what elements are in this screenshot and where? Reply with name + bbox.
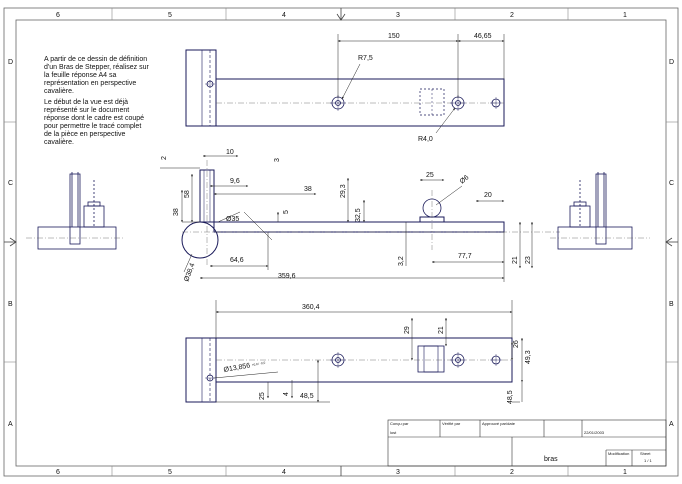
title-block <box>387 419 667 467</box>
svg-text:Ø6: Ø6 <box>459 174 471 185</box>
svg-text:de la pièce en perspective: de la pièce en perspective <box>44 131 125 138</box>
svg-text:9,6: 9,6 <box>230 178 240 185</box>
svg-text:20: 20 <box>484 192 492 199</box>
svg-text:360,4: 360,4 <box>302 304 320 311</box>
bottom-view-holes <box>205 352 502 382</box>
row-label-right: D <box>669 59 674 66</box>
svg-text:25: 25 <box>426 172 434 179</box>
svg-text:77,7: 77,7 <box>458 253 472 260</box>
svg-text:R4,0: R4,0 <box>418 136 433 143</box>
svg-text:représenté sur le document: représenté sur le document <box>44 107 129 114</box>
left-side-view <box>26 172 124 250</box>
frame-center-marks <box>4 8 678 476</box>
svg-text:58: 58 <box>184 190 191 198</box>
svg-text:pour permettre le tracé comple: pour permettre le tracé complet <box>44 123 141 130</box>
tb-sheet: Sheet <box>640 451 651 456</box>
zone-labels: 6 5 4 3 2 1 6 5 4 3 2 1 D C B A D C B A <box>8 12 674 476</box>
svg-text:29: 29 <box>404 326 411 334</box>
bearing-circle <box>181 221 219 259</box>
svg-text:A partir de ce dessin de défin: A partir de ce dessin de définition <box>44 56 147 63</box>
svg-text:réponse dont le cadre est coup: réponse dont le cadre est coupé <box>44 115 144 122</box>
svg-text:cavalière.: cavalière. <box>44 88 74 95</box>
svg-text:3: 3 <box>274 158 281 162</box>
svg-text:26: 26 <box>513 340 520 348</box>
tb-title: bras <box>544 456 558 463</box>
col-label-top: 4 <box>282 12 286 19</box>
frame-zone-ticks <box>4 8 678 476</box>
svg-text:48,5: 48,5 <box>300 393 314 400</box>
top-view-dim-text: 150 46,65 R7,5 R4,0 <box>358 33 492 143</box>
row-label-left: B <box>8 301 13 308</box>
svg-text:64,6: 64,6 <box>230 257 244 264</box>
svg-text:R7,5: R7,5 <box>358 55 373 62</box>
svg-text:5: 5 <box>283 210 290 214</box>
col-label-top: 1 <box>623 12 627 19</box>
svg-text:29,3: 29,3 <box>340 184 347 198</box>
svg-text:la feuille réponse A4 sa: la feuille réponse A4 sa <box>44 72 116 79</box>
col-label-top: 2 <box>510 12 514 19</box>
col-label-bottom: 5 <box>168 469 172 476</box>
tb-approuve-par: Approuvé par/date <box>482 421 516 426</box>
svg-text:Ø38,4: Ø38,4 <box>183 262 196 282</box>
col-label-top: 6 <box>56 12 60 19</box>
col-label-bottom: 2 <box>510 469 514 476</box>
bottom-view-dim-text: 360,4 29 21 Ø13,856 +0,0 / -0,0 25 4 48,… <box>223 304 532 404</box>
svg-text:d'un Bras de Stepper, réalisez: d'un Bras de Stepper, réalisez sur <box>44 64 150 71</box>
row-label-right: B <box>669 301 674 308</box>
svg-text:Le début de la vue est déjà: Le début de la vue est déjà <box>44 99 128 106</box>
svg-text:38: 38 <box>173 208 180 216</box>
svg-text:10: 10 <box>226 149 234 156</box>
top-view-dimensions <box>337 34 505 134</box>
top-view-holes <box>205 80 502 111</box>
top-view <box>185 49 505 127</box>
col-label-bottom: 3 <box>396 469 400 476</box>
row-label-left: A <box>8 421 13 428</box>
col-label-bottom: 1 <box>623 469 627 476</box>
svg-text:48,5: 48,5 <box>507 390 514 404</box>
front-view <box>181 160 560 265</box>
row-label-left: D <box>8 59 13 66</box>
svg-text:46,65: 46,65 <box>474 33 492 40</box>
right-side-view <box>550 172 650 250</box>
front-view-dimensions <box>160 155 533 282</box>
svg-text:3,2: 3,2 <box>398 256 405 266</box>
title-block-text: Conçu par lost Vérifié par Approuvé par/… <box>390 421 653 463</box>
col-label-top: 5 <box>168 12 172 19</box>
bottom-view-dimensions <box>213 300 523 403</box>
tb-modification: Modification <box>608 451 629 456</box>
svg-text:représentation en perspective: représentation en perspective <box>44 80 136 87</box>
col-label-bottom: 4 <box>282 469 286 476</box>
tb-sheet-value: 1 / 1 <box>644 458 653 463</box>
svg-text:Ø35: Ø35 <box>226 216 239 223</box>
svg-text:2: 2 <box>161 156 168 160</box>
col-label-bottom: 6 <box>56 469 60 476</box>
front-view-dim-text: 2 10 3 9,6 38 38 58 5 Ø35 Ø38,4 64,6 359… <box>161 149 532 283</box>
instructions-text: A partir de ce dessin de définition d'un… <box>44 56 150 146</box>
svg-text:21: 21 <box>438 326 445 334</box>
svg-text:32,5: 32,5 <box>355 208 362 222</box>
tb-verifie-par: Vérifié par <box>442 421 461 426</box>
svg-text:21: 21 <box>512 256 519 264</box>
row-label-left: C <box>8 180 13 187</box>
svg-text:150: 150 <box>388 33 400 40</box>
svg-text:23: 23 <box>525 256 532 264</box>
col-label-top: 3 <box>396 12 400 19</box>
svg-text:25: 25 <box>259 392 266 400</box>
svg-text:cavalière.: cavalière. <box>44 139 74 146</box>
tb-date: 22/01/2003 <box>584 430 605 435</box>
svg-text:38: 38 <box>304 186 312 193</box>
svg-text:4: 4 <box>283 392 290 396</box>
row-label-right: A <box>669 421 674 428</box>
row-label-right: C <box>669 180 674 187</box>
svg-text:+0,0 / -0,0: +0,0 / -0,0 <box>251 361 265 367</box>
svg-text:Ø13,856: Ø13,856 <box>223 362 251 374</box>
svg-text:359,6: 359,6 <box>278 273 296 280</box>
tb-concu-par: Conçu par <box>390 421 409 426</box>
svg-text:49,3: 49,3 <box>525 350 532 364</box>
tb-concu-name: lost <box>390 430 397 435</box>
